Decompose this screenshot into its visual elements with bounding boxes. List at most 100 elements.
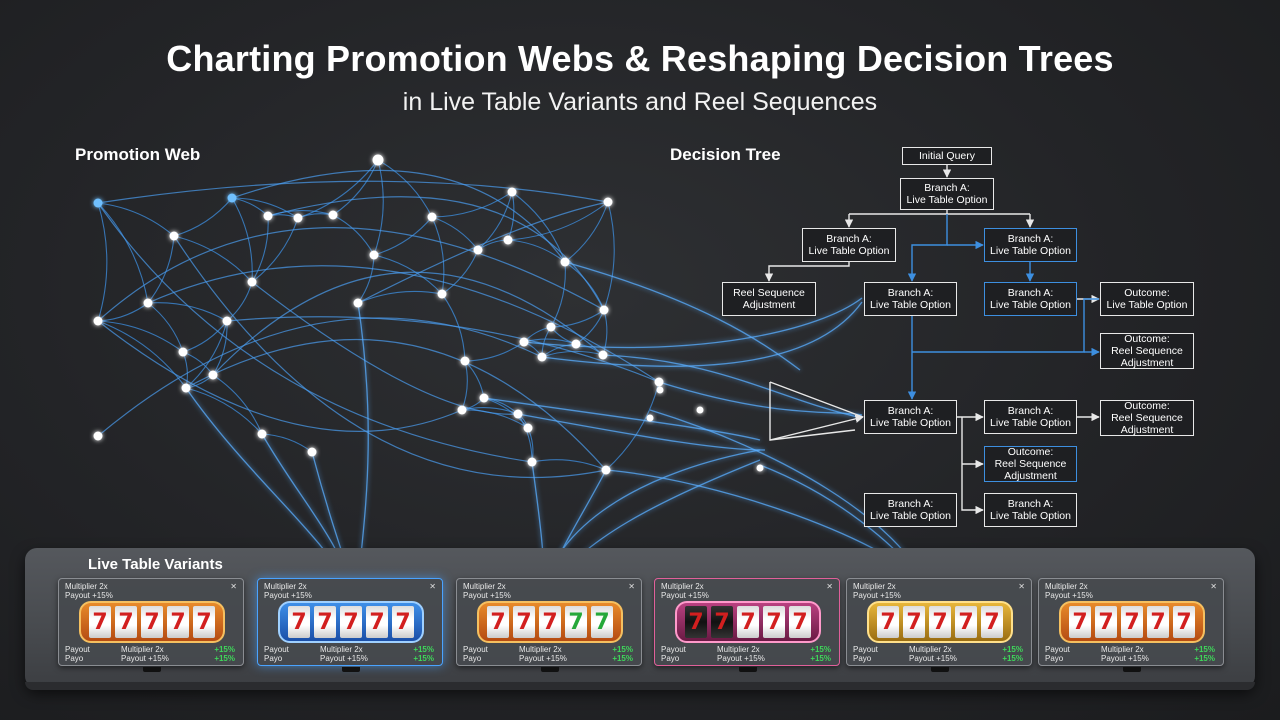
web-node — [601, 465, 611, 475]
flow-curve — [523, 297, 863, 349]
web-arc — [147, 265, 660, 383]
tree-node-branch[interactable]: Branch A:Live Table Option — [984, 493, 1077, 527]
card-multiplier: Multiplier 2x — [121, 645, 164, 654]
web-node — [93, 316, 103, 326]
web-edge — [431, 216, 445, 295]
close-icon[interactable]: ✕ — [230, 582, 237, 591]
web-edge — [97, 302, 149, 322]
tree-connector — [912, 298, 1099, 353]
web-edge — [185, 387, 263, 435]
close-icon[interactable]: ✕ — [826, 582, 833, 591]
card-title: Multiplier 2x — [65, 582, 108, 591]
tree-node-branch[interactable]: Branch A:Live Table Option — [900, 178, 994, 210]
web-edge — [97, 202, 175, 237]
slot-reel: 7 — [288, 606, 310, 638]
slot-reel: 7 — [392, 606, 414, 638]
tree-node-initial-query[interactable]: Initial Query — [902, 147, 992, 165]
slot-reel: 7 — [565, 606, 587, 638]
web-node — [756, 464, 764, 472]
web-node — [427, 212, 437, 222]
web-edge — [431, 216, 479, 251]
web-node — [263, 211, 273, 221]
tree-node-branch[interactable]: Branch A:Live Table Option — [802, 228, 896, 262]
web-arc — [97, 320, 463, 432]
flow-curve — [658, 381, 863, 416]
slot-reel: 7 — [193, 606, 215, 638]
card-stand — [739, 667, 757, 672]
card-subtitle: Payout +15% — [661, 591, 709, 600]
web-node — [503, 235, 513, 245]
tree-node-outcome[interactable]: Outcome:Live Table Option — [1100, 282, 1194, 316]
tree-node-text: Branch A: — [1007, 405, 1054, 417]
close-icon[interactable]: ✕ — [429, 582, 436, 591]
web-edge — [97, 202, 149, 304]
web-node — [546, 322, 556, 332]
web-node — [457, 405, 467, 415]
web-edge — [251, 217, 299, 283]
web-arc — [357, 201, 609, 304]
web-node — [257, 429, 267, 439]
card-multiplier: Multiplier 2x — [320, 645, 363, 654]
slot-reel: 7 — [789, 606, 811, 638]
slot-reel: 7 — [737, 606, 759, 638]
card-payout: Payout +15% — [121, 654, 169, 663]
tree-node-branch[interactable]: Branch A:Live Table Option — [864, 282, 957, 316]
tree-node-text: Reel Sequence — [1111, 345, 1183, 357]
tree-node-text: Reel Sequence — [994, 458, 1067, 470]
web-node — [93, 198, 103, 208]
slot-reel: 7 — [1121, 606, 1143, 638]
page-subtitle: in Live Table Variants and Reel Sequence… — [402, 88, 878, 116]
slot-reel: 7 — [167, 606, 189, 638]
card-percent-badge: +15% — [413, 645, 434, 654]
tree-node-text: Adjustment — [1120, 357, 1174, 369]
web-edge — [297, 213, 334, 219]
slot-reel: 7 — [539, 606, 561, 638]
web-edge — [231, 197, 299, 219]
web-node — [696, 406, 704, 414]
web-edge — [373, 159, 384, 256]
tree-node-text: Adjustment — [1004, 470, 1057, 482]
close-icon[interactable]: ✕ — [628, 582, 635, 591]
card-stand — [143, 667, 161, 672]
tree-node-text: Branch A: — [887, 405, 934, 417]
card-payout-label: Payout — [661, 645, 686, 654]
tree-node-branch[interactable]: Branch A:Live Table Option — [864, 493, 957, 527]
web-edge — [97, 202, 108, 322]
tree-node-branch[interactable]: Branch A:Live Table Option — [864, 400, 957, 434]
tree-node-branch[interactable]: Branch A:Live Table Option — [984, 400, 1077, 434]
tree-node-text: Live Table Option — [870, 510, 951, 522]
web-arc — [173, 235, 607, 478]
card-percent-badge: +15% — [1194, 645, 1215, 654]
tree-connector — [764, 262, 850, 282]
card-percent-badge: +15% — [1194, 654, 1215, 663]
web-arc — [97, 202, 533, 463]
tree-node-branch[interactable]: Branch A:Live Table Option — [984, 228, 1077, 262]
web-node — [599, 305, 609, 315]
tree-connector — [961, 417, 984, 515]
web-edge — [173, 235, 253, 283]
web-edge — [550, 309, 605, 328]
web-arc — [212, 271, 604, 376]
card-percent-badge: +15% — [214, 645, 235, 654]
web-edge — [507, 201, 609, 241]
web-edge — [441, 293, 466, 362]
web-node — [143, 298, 153, 308]
close-icon[interactable]: ✕ — [1210, 582, 1217, 591]
tree-node-branch[interactable]: Branch A:Live Table Option — [984, 282, 1077, 316]
web-node — [603, 197, 613, 207]
close-icon[interactable]: ✕ — [1018, 582, 1025, 591]
web-node — [372, 154, 384, 166]
